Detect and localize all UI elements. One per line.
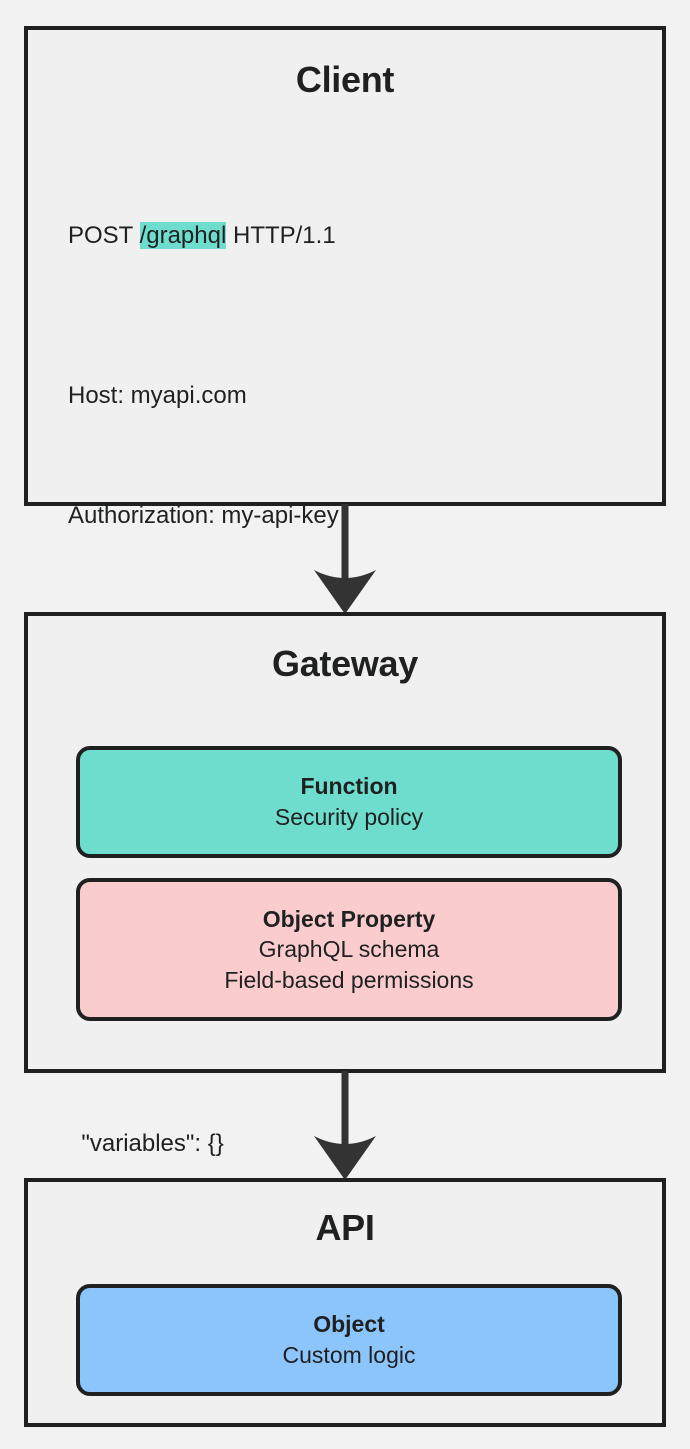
gateway-card-object-property-line-2: Field-based permissions xyxy=(224,966,474,993)
request-variables-line: "variables": {} xyxy=(68,1130,224,1157)
gateway-card-function-line-1: Security policy xyxy=(274,803,424,830)
connector-gateway-to-api xyxy=(0,1071,690,1182)
gateway-card-function-title: Function xyxy=(300,773,398,800)
api-card-object-line-1: Custom logic xyxy=(282,1341,416,1368)
arrow-down-icon xyxy=(314,504,376,614)
gateway-card-function[interactable]: Function Security policy xyxy=(76,746,622,858)
api-node: API Object Custom logic xyxy=(24,1178,666,1427)
api-title: API xyxy=(315,1207,375,1248)
gateway-card-object-property-title: Object Property xyxy=(262,905,436,932)
request-method-prefix: POST xyxy=(68,222,140,249)
client-node: Client POST /graphql HTTP/1.1 Host: myap… xyxy=(24,26,666,1277)
request-protocol: HTTP/1.1 xyxy=(226,222,336,249)
request-line-host: Host: myapi.com xyxy=(68,382,247,409)
request-line-authorization: Authorization: my-api-key xyxy=(68,502,339,529)
request-path-highlight: /graphql xyxy=(139,222,227,249)
api-card-object[interactable]: Object Custom logic xyxy=(76,1284,622,1396)
client-title: Client xyxy=(295,59,395,100)
gateway-node: Gateway Function Security policy Object … xyxy=(24,612,666,1073)
gateway-card-object-property-line-1: GraphQL schema xyxy=(258,935,440,962)
connector-client-to-gateway xyxy=(0,504,690,616)
gateway-card-object-property[interactable]: Object Property GraphQL schema Field-bas… xyxy=(76,878,622,1021)
gateway-title: Gateway xyxy=(272,643,418,684)
api-card-object-title: Object xyxy=(313,1311,385,1338)
request-line-method: POST /graphql HTTP/1.1 xyxy=(68,216,662,256)
arrow-down-icon xyxy=(314,1071,376,1180)
